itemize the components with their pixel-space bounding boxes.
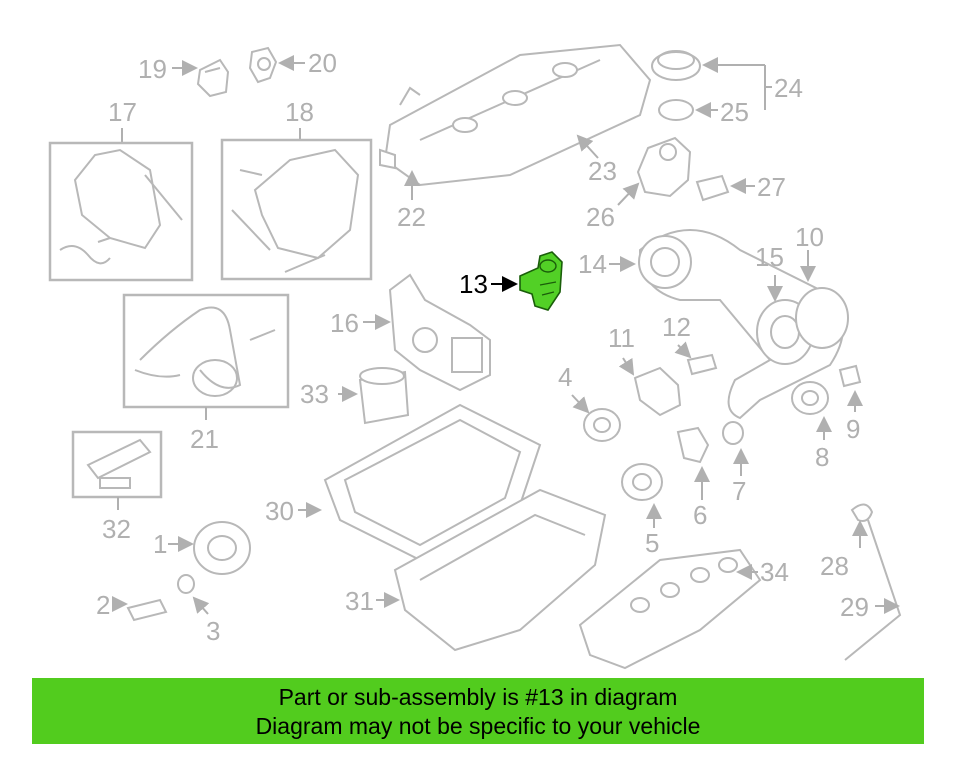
part-3-washer: [177, 574, 195, 594]
part-26-bracket: [636, 136, 692, 198]
callout-32: 32: [102, 514, 131, 544]
part-5-sprocket: [621, 463, 663, 501]
part-25-gasket: [658, 99, 694, 121]
part-2-bolt: [126, 598, 168, 622]
part-4-idler: [583, 408, 621, 442]
part-14-timing-belt: [638, 229, 844, 420]
callout-5: 5: [645, 528, 659, 558]
callout-22: 22: [397, 202, 426, 232]
callout-25: 25: [720, 97, 749, 127]
callout-15: 15: [755, 242, 784, 272]
callout-9: 9: [846, 414, 860, 444]
part-34-intake-manifold: [578, 548, 762, 670]
part-8-pulley: [791, 381, 829, 415]
part-20-sensor: [248, 46, 278, 84]
part-13-highlighted: [519, 251, 563, 311]
part-22-23-valve-cover: [379, 43, 652, 187]
callout-34: 34: [760, 557, 789, 587]
part-6-seal-housing: [676, 426, 710, 464]
part-7-seal: [722, 421, 744, 445]
banner-line-1: Part or sub-assembly is #13 in diagram: [278, 684, 678, 710]
part-27-fitting: [695, 174, 730, 202]
callout-6: 6: [693, 500, 707, 530]
part-19-bracket: [196, 58, 230, 98]
banner-line-2: Diagram may not be specific to your vehi…: [255, 713, 701, 739]
callout-28: 28: [820, 551, 849, 581]
part-29-dipstick-tube: [844, 519, 902, 661]
callout-16: 16: [330, 308, 359, 338]
callout-10: 10: [795, 222, 824, 252]
callout-17: 17: [108, 97, 137, 127]
callout-20: 20: [308, 48, 337, 78]
callout-18: 18: [285, 97, 314, 127]
part-1-crank-pulley: [193, 521, 251, 575]
callout-7: 7: [732, 476, 746, 506]
part-13-body: [519, 251, 563, 311]
callout-23: 23: [588, 156, 617, 186]
callout-11: 11: [608, 323, 635, 353]
info-banner: Part or sub-assembly is #13 in diagram D…: [32, 678, 924, 744]
part-31-oil-pan: [393, 488, 607, 652]
part-16-oil-pump: [388, 273, 491, 392]
part-28-dipstick-handle: [850, 503, 874, 522]
part-11-tensioner-bracket: [633, 366, 682, 417]
part-10-sprocket: [795, 287, 849, 349]
callout-1: 1: [153, 529, 167, 559]
callout-3: 3: [206, 616, 220, 646]
callout-4: 4: [558, 362, 572, 392]
callout-29: 29: [840, 592, 869, 622]
callout-27: 27: [757, 172, 786, 202]
callout-12: 12: [662, 312, 691, 342]
callout-8: 8: [815, 442, 829, 472]
part-21-gasket-kit-box: [122, 293, 290, 409]
callout-30: 30: [265, 496, 294, 526]
callout-19: 19: [138, 54, 167, 84]
callout-13: 13: [459, 269, 488, 299]
callout-24: 24: [774, 73, 803, 103]
callout-14: 14: [578, 249, 607, 279]
callout-21: 21: [190, 424, 219, 454]
callout-31: 31: [345, 586, 374, 616]
part-33-oil-filter: [358, 367, 410, 425]
callout-26: 26: [586, 202, 615, 232]
callout-33: 33: [300, 379, 329, 409]
part-9-bushing: [838, 364, 862, 388]
callout-2: 2: [96, 590, 110, 620]
part-12-bolt: [686, 353, 718, 376]
